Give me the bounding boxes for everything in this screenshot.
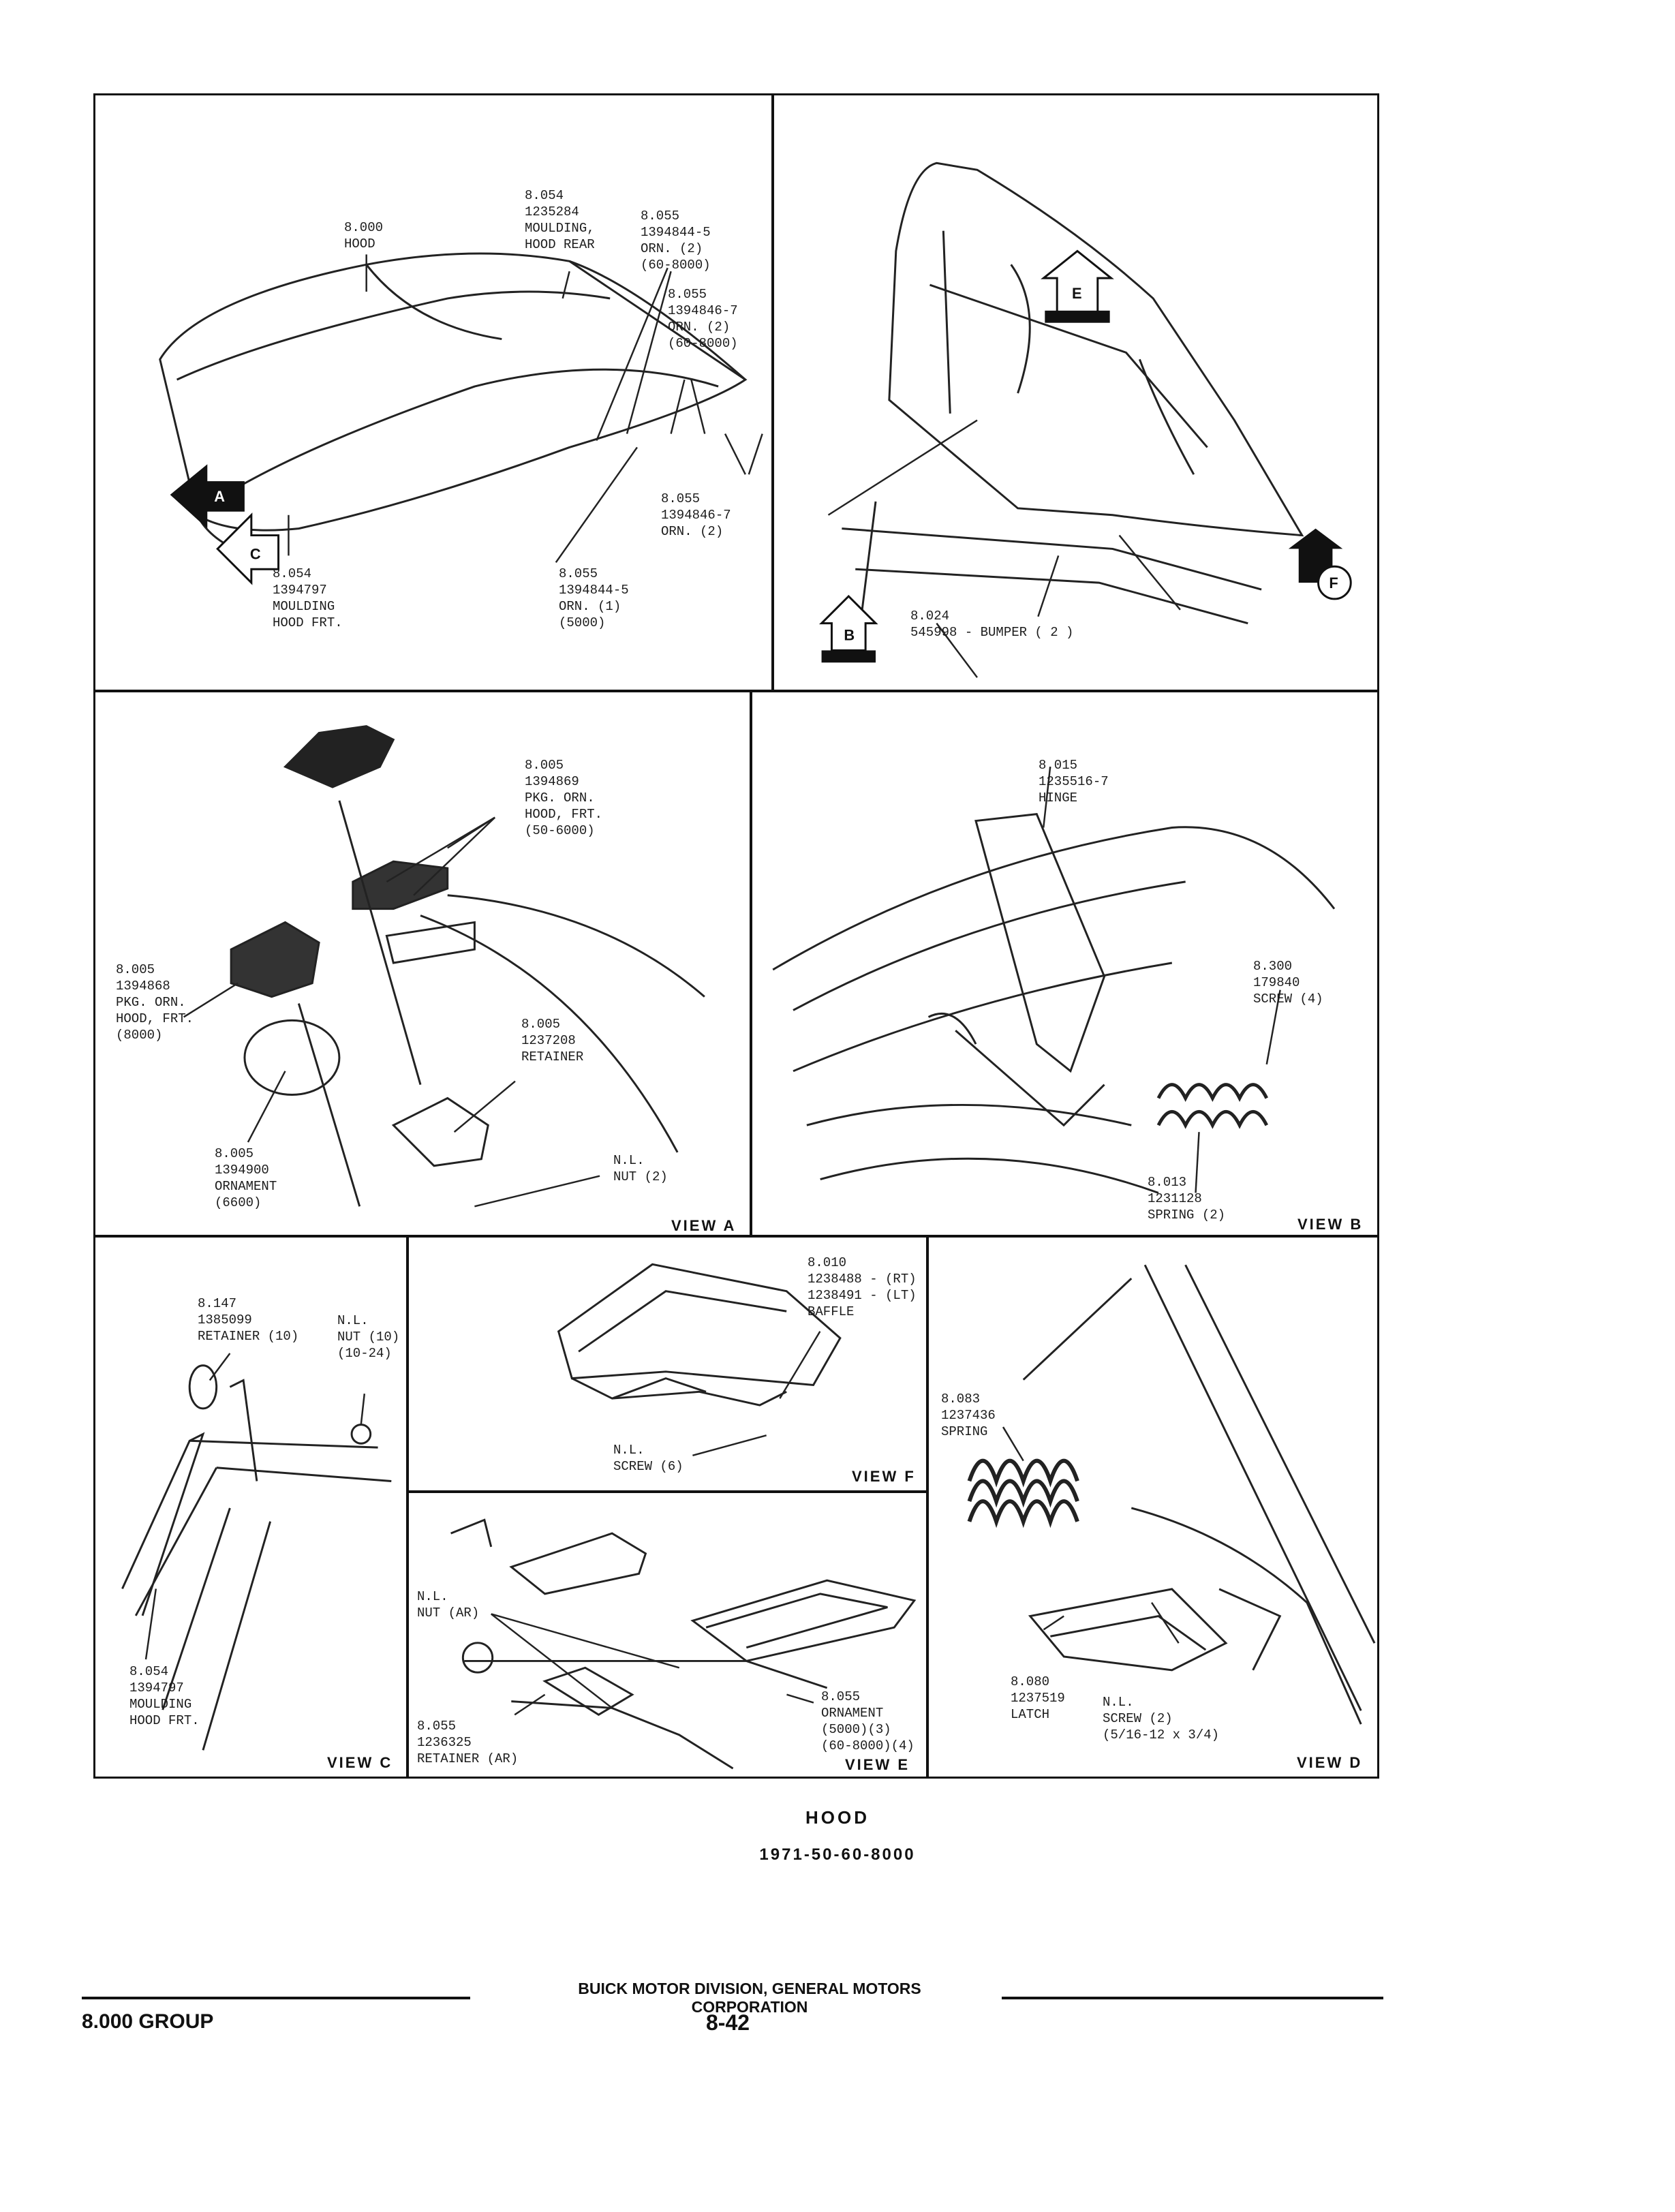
view-e-label: VIEW E [845, 1756, 910, 1773]
spring-coil-b [1156, 1083, 1268, 1129]
view-b-label: VIEW B [1297, 1216, 1364, 1233]
label-nl-screw-2: N.L.SCREW (2)(5/16-12 x 3/4) [1103, 1695, 1220, 1742]
view-a-drawing [183, 725, 705, 1208]
view-f-drawing [557, 1263, 842, 1457]
callout-c-icon: C [216, 512, 280, 585]
footer-rule-right [1002, 1997, 1383, 1999]
view-b-drawing [772, 767, 1336, 1194]
figure-title: HOOD [805, 1807, 870, 1828]
figure-subtitle: 1971-50-60-8000 [759, 1845, 916, 1864]
footer-group: 8.000 GROUP [82, 2010, 214, 2033]
svg-text:B: B [844, 626, 855, 643]
svg-text:E: E [1072, 285, 1082, 302]
view-d-label: VIEW D [1297, 1754, 1363, 1771]
label-nl-nut-2: N.L.NUT (2) [613, 1153, 668, 1184]
footer-company: BUICK MOTOR DIVISION, GENERAL MOTORS COR… [578, 1980, 921, 2016]
view-d-drawing [967, 1264, 1376, 1725]
label-nl-screw-6: N.L.SCREW (6) [613, 1443, 683, 1474]
hood-open-drawing: E B F [818, 162, 1352, 678]
label-nl-nut-10: N.L.NUT (10)(10-24) [337, 1313, 400, 1361]
hood-overview-drawing: A C [159, 252, 763, 585]
spring-coil-d [967, 1458, 1079, 1529]
footer-rule-left [82, 1997, 470, 1999]
footer-page-number: 8-42 [706, 2010, 750, 2035]
view-f-label: VIEW F [852, 1468, 916, 1485]
view-c-drawing [121, 1353, 392, 1751]
svg-text:C: C [250, 545, 261, 562]
view-a-label: VIEW A [671, 1217, 737, 1234]
callout-f-icon: F [1288, 528, 1352, 600]
svg-text:F: F [1329, 574, 1338, 592]
label-nl-nut-ar: N.L.NUT (AR) [417, 1589, 480, 1620]
svg-text:A: A [214, 488, 225, 505]
view-c-label: VIEW C [327, 1754, 393, 1771]
view-e-drawing [450, 1518, 917, 1770]
callout-a-icon: A [170, 464, 245, 529]
callout-b-icon: B [818, 594, 878, 663]
callout-e-icon: E [1041, 249, 1114, 323]
